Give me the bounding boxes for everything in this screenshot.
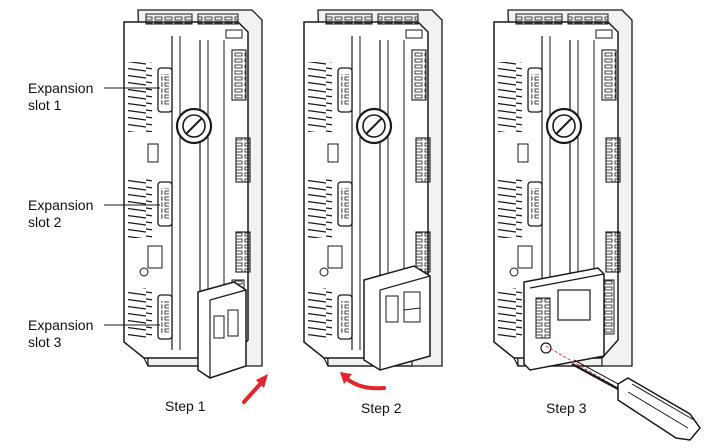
label-slot2-line1: Expansion <box>28 197 94 213</box>
expansion-card-step3 <box>523 267 605 371</box>
label-slot3-line1: Expansion <box>28 317 94 333</box>
label-expansion-slot-2: Expansion slot 2 <box>28 197 93 231</box>
label-expansion-slot-1: Expansion slot 1 <box>28 80 93 114</box>
label-expansion-slot-3: Expansion slot 3 <box>28 317 93 351</box>
step-label-2: Step 2 <box>361 400 402 416</box>
curved-arrow-icon <box>340 372 386 391</box>
screwdriver-icon <box>545 345 701 441</box>
expansion-card-step1 <box>197 281 247 379</box>
expansion-card-step2 <box>363 265 431 371</box>
step-label-3: Step 3 <box>546 400 587 416</box>
label-slot2-line2: slot 2 <box>28 214 62 230</box>
label-slot1-line2: slot 1 <box>28 97 62 113</box>
straight-arrow-icon <box>242 374 268 404</box>
step-label-1: Step 1 <box>165 398 206 414</box>
label-slot1-line1: Expansion <box>28 80 94 96</box>
label-slot3-line2: slot 3 <box>28 334 62 350</box>
